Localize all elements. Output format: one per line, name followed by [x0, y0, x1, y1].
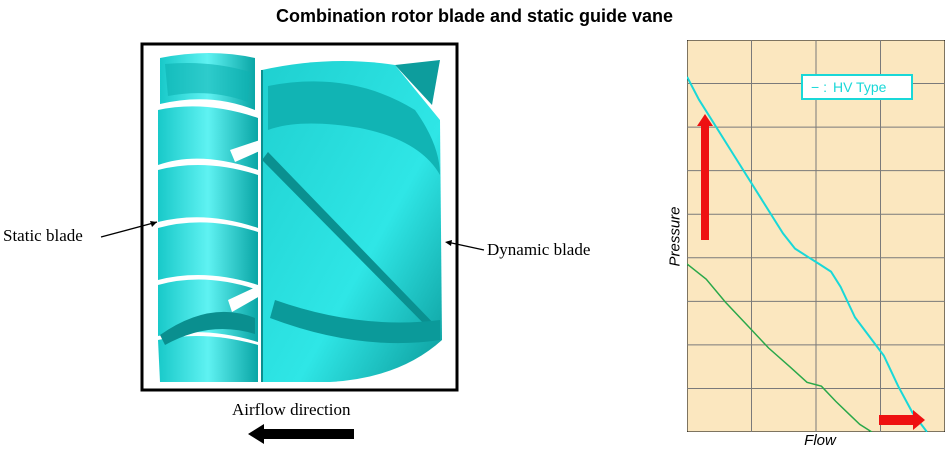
flow-right-arrow [879, 410, 925, 430]
pressure-flow-chart [687, 40, 945, 432]
dynamic-blade-label: Dynamic blade [487, 240, 591, 259]
dynamic-leader [446, 241, 485, 251]
dynamic-blade-group [261, 60, 442, 382]
static-leader [100, 221, 158, 238]
static-blade-label: Static blade [3, 226, 83, 245]
chart-legend: − : HV Type [801, 74, 913, 100]
airflow-arrow [248, 424, 354, 444]
series-line-1 [687, 76, 928, 432]
pressure-up-arrow [697, 114, 713, 240]
static-blade-group [158, 53, 262, 382]
series-line-2 [687, 263, 873, 432]
legend-symbol: − : [811, 79, 827, 95]
legend-label: HV Type [832, 79, 887, 95]
page-title: Combination rotor blade and static guide… [275, 6, 674, 26]
y-axis-label: Pressure [666, 206, 684, 267]
x-axis-label: Flow [804, 432, 836, 449]
airflow-label: Airflow direction [232, 400, 351, 419]
